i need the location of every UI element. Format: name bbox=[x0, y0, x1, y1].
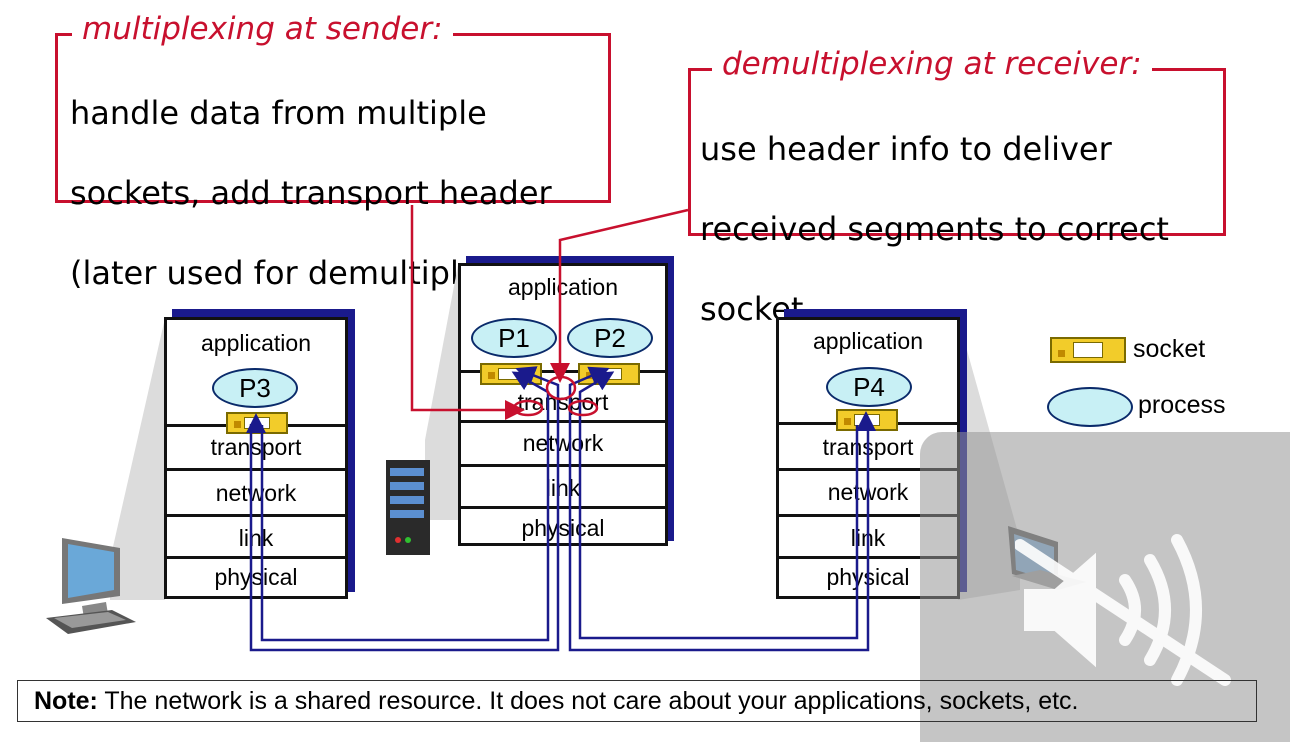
note-bar: Note: The network is a shared resource. … bbox=[17, 680, 1257, 722]
right-application-label: application bbox=[813, 328, 923, 354]
server-tower-icon bbox=[386, 460, 430, 555]
left-physical-layer: physical bbox=[167, 556, 345, 596]
receiver-line-2: received segments to correct bbox=[700, 210, 1169, 248]
left-link-label: link bbox=[238, 525, 274, 551]
middle-host-stack: application P1 P2 transport network link… bbox=[458, 263, 668, 546]
legend-socket-label: socket bbox=[1133, 335, 1206, 363]
path-p4-outer bbox=[568, 366, 870, 652]
process-p4: P4 bbox=[826, 367, 912, 407]
desktop-computer-icon bbox=[46, 538, 136, 634]
receiver-callout-text: use header info to deliver received segm… bbox=[700, 89, 1169, 369]
left-network-layer: network bbox=[167, 468, 345, 514]
legend-process-label: process bbox=[1138, 391, 1226, 419]
middle-link-layer: link bbox=[461, 464, 665, 506]
left-transport-label: transport bbox=[210, 434, 302, 460]
process-p1: P1 bbox=[471, 318, 557, 358]
legend-socket-icon bbox=[1050, 337, 1126, 363]
note-text: The network is a shared resource. It doe… bbox=[97, 687, 1079, 715]
middle-network-label: network bbox=[522, 430, 604, 456]
middle-physical-label: physical bbox=[521, 515, 605, 541]
sender-line-1: handle data from multiple bbox=[70, 94, 487, 132]
path-p4-inner bbox=[578, 371, 859, 640]
middle-application-label: application bbox=[508, 274, 618, 300]
left-physical-label: physical bbox=[214, 564, 298, 590]
receiver-pointer-line bbox=[550, 208, 689, 383]
receiver-line-1: use header info to deliver bbox=[700, 130, 1112, 168]
demux-ellipse-center bbox=[545, 375, 577, 401]
sender-pointer-line bbox=[410, 205, 525, 420]
middle-link-label: link bbox=[545, 475, 581, 501]
demux-ellipse-right bbox=[567, 399, 599, 417]
sender-callout-title: multiplexing at sender: bbox=[72, 14, 453, 45]
muted-speaker-icon[interactable] bbox=[1015, 530, 1245, 700]
path-p3-outer bbox=[249, 366, 560, 652]
left-link-layer: link bbox=[167, 514, 345, 556]
sender-callout-text: handle data from multiple sockets, add t… bbox=[70, 53, 559, 333]
left-network-label: network bbox=[215, 480, 297, 506]
mute-overlay[interactable] bbox=[920, 432, 1290, 742]
path-p3-inner bbox=[260, 371, 550, 642]
process-p2: P2 bbox=[567, 318, 653, 358]
receiver-callout-title: demultiplexing at receiver: bbox=[712, 49, 1152, 80]
left-application-label: application bbox=[201, 330, 311, 356]
middle-network-layer: network bbox=[461, 420, 665, 464]
legend-process-icon bbox=[1047, 387, 1133, 427]
demux-ellipse-left bbox=[512, 399, 544, 417]
sender-line-2: sockets, add transport header bbox=[70, 174, 552, 212]
process-p3: P3 bbox=[212, 368, 298, 408]
note-label: Note: bbox=[34, 687, 98, 715]
left-host-stack: application P3 transport network link ph… bbox=[164, 317, 348, 599]
middle-physical-layer: physical bbox=[461, 506, 665, 544]
